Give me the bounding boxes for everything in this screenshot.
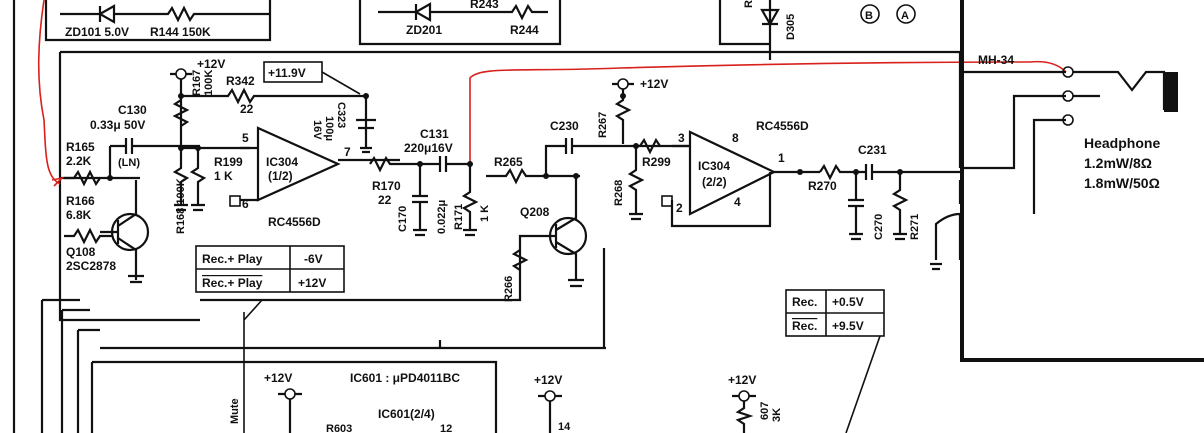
rec-table: Rec. +0.5V Rec. +9.5V — [785, 289, 885, 433]
q208-label: Q208 — [520, 205, 550, 219]
r268-label: R268 — [613, 180, 625, 206]
r299-label: R299 — [642, 155, 671, 169]
c131-value: 220μ16V — [404, 141, 453, 155]
rc4556d-2: RC4556D — [756, 119, 809, 133]
junction-dots — [107, 93, 903, 181]
r171-value: 1 K — [479, 205, 491, 222]
ic601-title: IC601 : μPD4011BC — [350, 371, 460, 385]
plus12-label-4: +12V — [534, 373, 562, 387]
r171-label: R171 — [453, 204, 465, 230]
pin1: 1 — [778, 151, 785, 165]
ic601-region: +12V IC601 : μPD4011BC IC601(2/4) R603 1… — [264, 371, 783, 433]
r167-value: 100K — [203, 70, 215, 96]
c231-label: C231 — [858, 143, 887, 157]
c170-value: 0.022μ — [436, 200, 448, 234]
pin5: 5 — [242, 131, 249, 145]
c131-label: C131 — [420, 127, 449, 141]
r170-value: 22 — [378, 193, 392, 207]
headphone-label: Headphone — [1084, 135, 1160, 151]
table-row-1-value: -6V — [304, 252, 323, 266]
r14-label: R14 — [743, 0, 755, 8]
q108-label: Q108 — [66, 245, 96, 259]
plus12-label-2: +12V — [640, 77, 668, 91]
table2-row-1-value: +0.5V — [832, 295, 864, 309]
c170-label: C170 — [397, 206, 409, 232]
ic601-sub: IC601(2/4) — [378, 407, 435, 421]
r603-label: R603 — [326, 423, 352, 433]
r244-label: R244 — [510, 23, 539, 37]
hp-spec-1: 1.2mW/8Ω — [1084, 155, 1152, 171]
mute-label: Mute — [229, 398, 241, 424]
r199-value: 1 K — [214, 169, 233, 183]
r170-label: R170 — [372, 179, 401, 193]
pin3: 3 — [678, 131, 685, 145]
r243-label: R243 — [470, 0, 499, 11]
r265-label: R265 — [494, 155, 523, 169]
pin8: 8 — [732, 131, 739, 145]
mh34-label: MH-34 — [978, 53, 1014, 67]
r165-label: R165 — [66, 140, 95, 154]
d305-block: R14 D305 B A — [718, 0, 916, 60]
r607-label: 607 — [759, 402, 771, 420]
ic304a-sub: (1/2) — [268, 169, 293, 183]
q108-type: 2SC2878 — [66, 259, 116, 273]
plus12-label-5: +12V — [728, 373, 756, 387]
mark-b: B — [865, 10, 873, 22]
table2-row-2-value: +9.5V — [832, 319, 864, 333]
ic304-1: IC304 (1/2) RC4556D 5 6 7 — [229, 126, 400, 229]
r271-label: R271 — [909, 214, 921, 240]
mark-a: A — [901, 10, 909, 22]
table2-row-2-label: Rec. — [792, 319, 817, 333]
pin6: 6 — [242, 197, 249, 211]
pin12-label: 12 — [440, 423, 452, 433]
r199-label: R199 — [214, 155, 243, 169]
pin2: 2 — [676, 201, 683, 215]
r270-label: R270 — [808, 179, 837, 193]
r166-label: R166 — [66, 194, 95, 208]
c130-value: 0.33μ 50V — [90, 118, 145, 132]
ln-label: (LN) — [118, 157, 140, 169]
c323-value: 100μ — [323, 116, 335, 141]
r166-value: 6.8K — [66, 208, 92, 222]
plus12-label-3: +12V — [264, 371, 292, 385]
top-middle-block: R243 ZD201 R244 — [358, 0, 562, 46]
pin7: 7 — [344, 145, 351, 159]
table-row-1-label: Rec.+ Play — [202, 252, 263, 266]
table-row-2-label: Rec.+ Play — [202, 276, 263, 290]
top-left-block: ZD101 5.0V R144 150K — [44, 0, 272, 42]
zd101-label: ZD101 5.0V — [65, 25, 129, 39]
ic304b-label: IC304 — [698, 159, 730, 173]
c230-label: C230 — [550, 119, 579, 133]
c130-label: C130 — [118, 103, 147, 117]
v119-label: +11.9V — [268, 66, 306, 80]
r165-value: 2.2K — [66, 154, 92, 168]
r342-label: R342 — [226, 74, 255, 88]
d305-label: D305 — [785, 14, 797, 40]
rec-play-table: Rec.+ Play -6V Rec.+ Play +12V Mute — [195, 245, 345, 433]
r342-value: 22 — [240, 102, 254, 116]
rc4556d-1: RC4556D — [268, 215, 321, 229]
r607-value: 3K — [771, 408, 783, 422]
c323-volt: 16V — [311, 120, 323, 140]
plus12-label-1: +12V — [197, 57, 225, 71]
pin4: 4 — [734, 195, 741, 209]
r144-label: R144 150K — [150, 25, 211, 39]
r167-label: R167 — [191, 70, 203, 96]
table-row-2-value: +12V — [298, 276, 326, 290]
c323-label: C323 — [335, 102, 347, 128]
plus12-node-2: +12V R267 — [597, 77, 668, 144]
r168-label: R168 100K — [175, 178, 187, 234]
ic304a-label: IC304 — [266, 155, 298, 169]
r267-label: R267 — [597, 112, 609, 138]
table2-row-1-label: Rec. — [792, 295, 817, 309]
r266-label: R266 — [503, 276, 515, 302]
hp-spec-2: 1.8mW/50Ω — [1084, 175, 1160, 191]
zd201-label: ZD201 — [406, 23, 442, 37]
ic304-2: IC304 (2/2) RC4556D 3 8 1 2 4 — [661, 119, 820, 228]
ic304b-sub: (2/2) — [702, 175, 727, 189]
c270-label: C270 — [873, 214, 885, 240]
pin14-label: 14 — [558, 421, 571, 433]
